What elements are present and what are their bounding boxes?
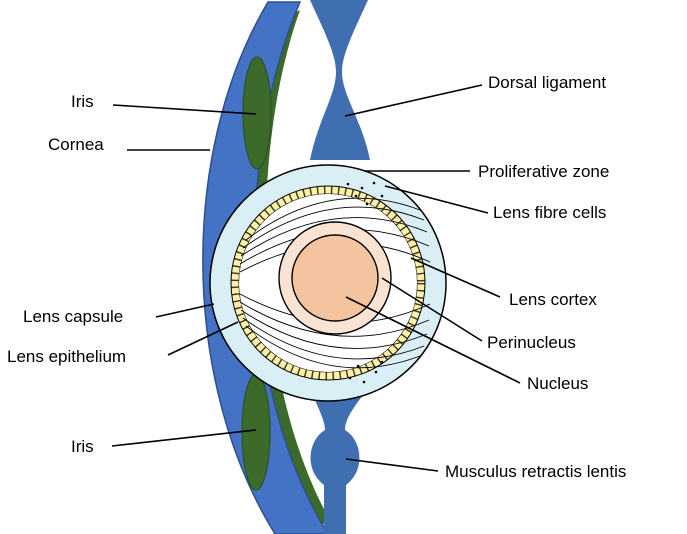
label-lens-fibre-cells: Lens fibre cells xyxy=(493,203,606,222)
label-nucleus: Nucleus xyxy=(527,374,588,393)
label-musculus-retractis-lentis: Musculus retractis lentis xyxy=(445,462,626,481)
nucleus-shape xyxy=(292,235,378,321)
label-lens-capsule: Lens capsule xyxy=(23,307,123,326)
iris-bottom-shape xyxy=(242,374,270,490)
label-iris-bottom: Iris xyxy=(71,437,94,456)
label-perinucleus: Perinucleus xyxy=(487,333,576,352)
label-dorsal-ligament: Dorsal ligament xyxy=(488,73,606,92)
label-iris-top: Iris xyxy=(71,92,94,111)
leader-dorsal-ligament xyxy=(345,85,482,116)
dorsal-ligament-shape xyxy=(310,0,370,160)
leader-musculus-retractis-lentis xyxy=(346,459,438,471)
label-lens-cortex: Lens cortex xyxy=(509,290,597,309)
label-lens-epithelium: Lens epithelium xyxy=(7,347,126,366)
label-cornea: Cornea xyxy=(48,135,104,154)
label-proliferative-zone: Proliferative zone xyxy=(478,162,609,181)
